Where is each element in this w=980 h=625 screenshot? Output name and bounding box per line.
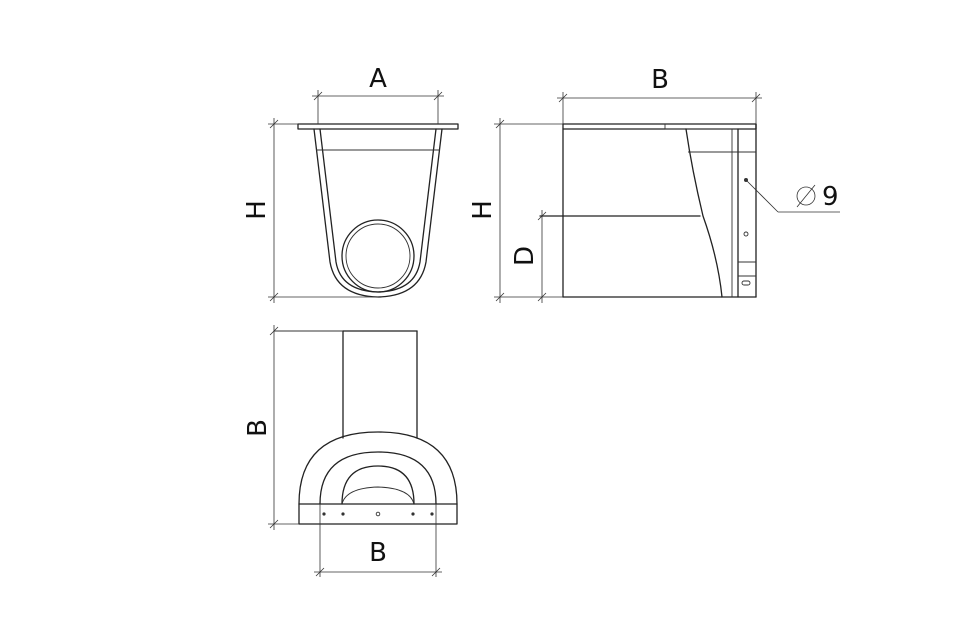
label-d: D [510,246,540,266]
label-hole-diameter: 9 [822,182,839,212]
label-a: A [369,64,387,94]
dimension-h-side: H [468,118,563,303]
label-h-front: H [242,200,272,220]
dimension-d: D [510,210,547,303]
dimension-b-top-width: B [314,504,442,577]
top-view [274,330,458,525]
dimension-b-top-depth: B [243,325,299,530]
label-b-top-width: B [369,538,387,568]
dimension-h-front: H [242,118,378,303]
label-b-top-depth: B [243,419,273,437]
label-b-side: B [651,65,669,95]
label-h-side: H [468,200,498,220]
dimension-b-side: B [557,65,762,124]
side-view [539,123,757,298]
front-view [297,123,459,298]
hole-diameter-callout: 9 [745,179,840,213]
dimension-a: A [312,64,444,124]
